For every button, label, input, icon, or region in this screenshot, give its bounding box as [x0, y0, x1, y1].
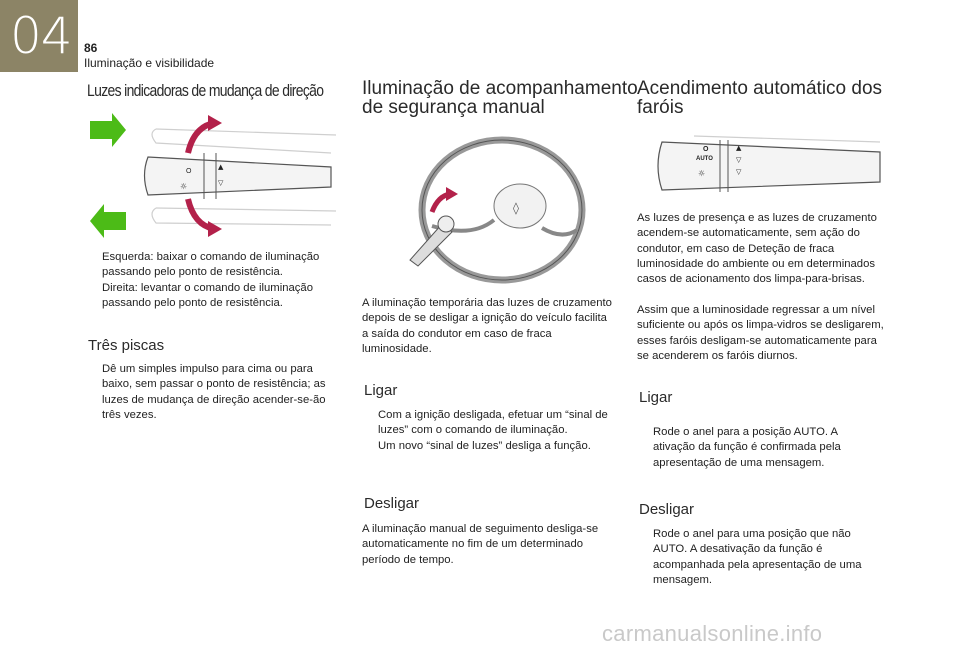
arrow-left-icon — [90, 204, 126, 238]
col3-desligar-list: Rode o anel para uma posição que não AUT… — [637, 527, 882, 588]
indicator-stalk-figure: O ☼ ▲ ▽ — [90, 113, 337, 238]
col1-title: Luzes indicadoras de mudança de direção — [87, 81, 324, 100]
watermark: carmanualsonline.info — [602, 621, 823, 646]
list-item: Direita: levantar o comando de iluminaçã… — [102, 281, 313, 309]
svg-text:O: O — [186, 168, 192, 175]
col2-desligar-text: A iluminação manual de seguimento deslig… — [362, 523, 599, 566]
svg-text:▽: ▽ — [218, 179, 224, 187]
fig-label-auto: AUTO — [696, 156, 713, 162]
svg-text:▲: ▲ — [736, 144, 742, 152]
list-item: Esquerda: baixar o comando de iluminação… — [102, 251, 320, 279]
list-item: Dê um simples impulso para cima ou para … — [102, 363, 326, 421]
list-item: Rode o anel para uma posição que não AUT… — [653, 528, 862, 586]
col3-intro1: As luzes de presença e as luzes de cruza… — [637, 212, 877, 286]
col2-ligar-title: Ligar — [364, 382, 398, 399]
col2-title-line1: Iluminação de acompanhamento — [362, 78, 638, 99]
col3-desligar-title: Desligar — [639, 501, 695, 518]
svg-text:☼: ☼ — [698, 169, 705, 178]
col2-ligar-list: Com a ignição desligada, efetuar um “sin… — [362, 408, 614, 454]
col2-intro: A iluminação temporária das luzes de cru… — [362, 297, 612, 355]
col2-title-line2: de segurança manual — [362, 97, 545, 118]
col1-subtitle: Três piscas — [88, 337, 165, 354]
list-item: Rode o anel para a posição AUTO. A ativa… — [653, 426, 841, 469]
col2-desligar-title: Desligar — [364, 495, 420, 512]
chapter-number: 04 — [10, 7, 73, 65]
fig-label-o: O — [703, 146, 709, 153]
page-number: 86 — [84, 41, 98, 55]
col3-ligar-list: Rode o anel para a posição AUTO. A ativa… — [637, 425, 882, 471]
svg-text:▲: ▲ — [218, 163, 224, 171]
svg-text:☼: ☼ — [180, 182, 187, 191]
list-item: Um novo “sinal de luzes” desliga a funçã… — [378, 439, 591, 452]
col1-sub-bullet-list: Dê um simples impulso para cima ou para … — [86, 362, 341, 423]
auto-stalk-figure: O AUTO ☼ ▲ ▽ ▽ — [657, 135, 881, 192]
col3-ligar-title: Ligar — [639, 389, 673, 406]
steering-wheel-figure: ◊ — [409, 136, 586, 284]
col1-bullet-list: Esquerda: baixar o comando de iluminação… — [86, 250, 341, 311]
section-title: Iluminação e visibilidade — [84, 56, 215, 70]
svg-text:▽: ▽ — [736, 168, 742, 176]
col3-title-line1: Acendimento automático dos — [637, 78, 883, 99]
svg-text:◊: ◊ — [513, 201, 519, 215]
col3-title-line2: faróis — [637, 97, 684, 118]
arrow-right-icon — [90, 113, 126, 147]
svg-text:▽: ▽ — [736, 156, 742, 164]
col3-intro2: Assim que a luminosidade regressar a um … — [637, 304, 884, 362]
list-item: Com a ignição desligada, efetuar um “sin… — [378, 409, 608, 437]
chapter-box: 04 — [0, 0, 78, 72]
